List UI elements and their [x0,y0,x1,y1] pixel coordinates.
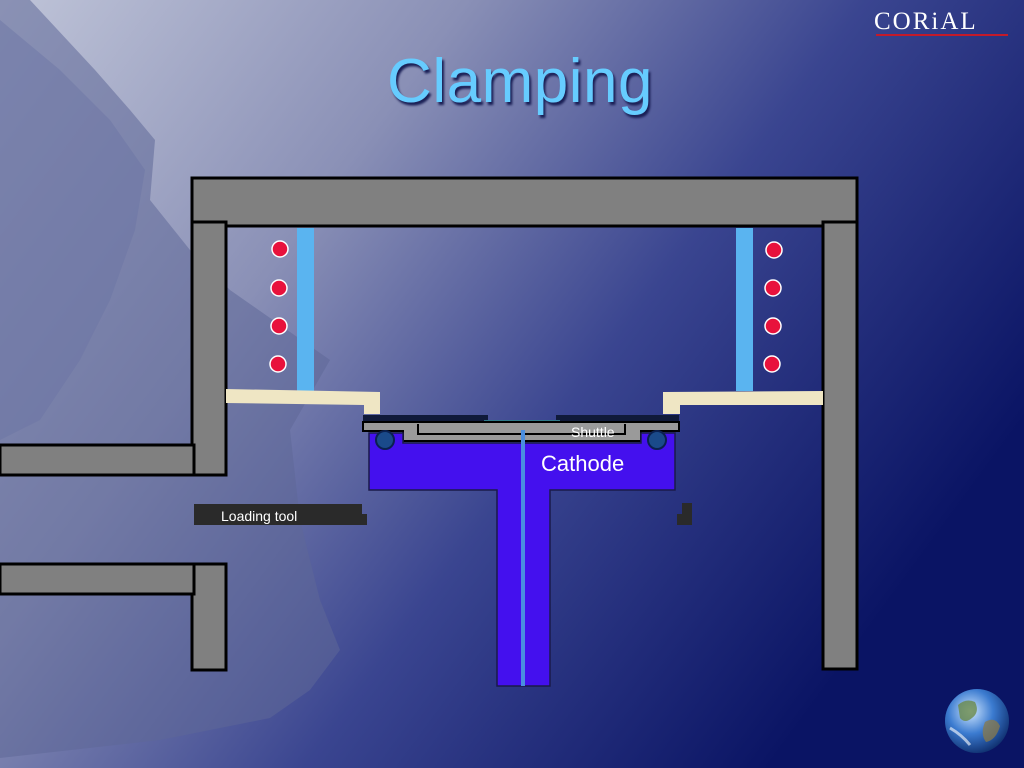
clamp-ring-right [663,391,823,414]
cathode-label: Cathode [541,451,625,476]
shuttle-cover-right [556,415,679,424]
loading-tool-left [194,504,367,525]
heater-dot [269,355,287,373]
chamber-lid [190,176,859,228]
heater-dots-right [763,241,783,373]
loadlock-upper-plate [0,443,196,477]
coral-logo: CORiAL [874,8,978,35]
o-ring-left [375,430,395,450]
chamber-lower-left-wall [190,562,228,672]
background-shape-left-inner [0,20,145,440]
heater-dots-left [269,240,289,373]
slide-title: Clamping [387,47,653,116]
heater-dot [271,240,289,258]
clamp-ring-left [226,389,380,414]
chamber-right-wall [821,220,859,671]
heater-dot [270,279,288,297]
loading-tool-right [677,503,692,525]
shuttle-label: Shuttle [571,424,615,440]
chamber-left-wall [190,220,228,477]
heater-dot [764,317,782,335]
o-ring-right [647,430,667,450]
cooling-tube-right [736,228,753,391]
cooling-tube-left [297,228,314,391]
earth-globe-icon [945,689,1009,753]
heater-dot [763,355,781,373]
loadlock-lower-plate [0,562,196,596]
logo-underline [876,34,1008,36]
loading-tool-label: Loading tool [221,508,298,524]
heater-dot [270,317,288,335]
shuttle-cover-left [363,415,488,424]
cathode-gas-line [521,430,525,686]
heater-dot [765,241,783,259]
heater-dot [764,279,782,297]
